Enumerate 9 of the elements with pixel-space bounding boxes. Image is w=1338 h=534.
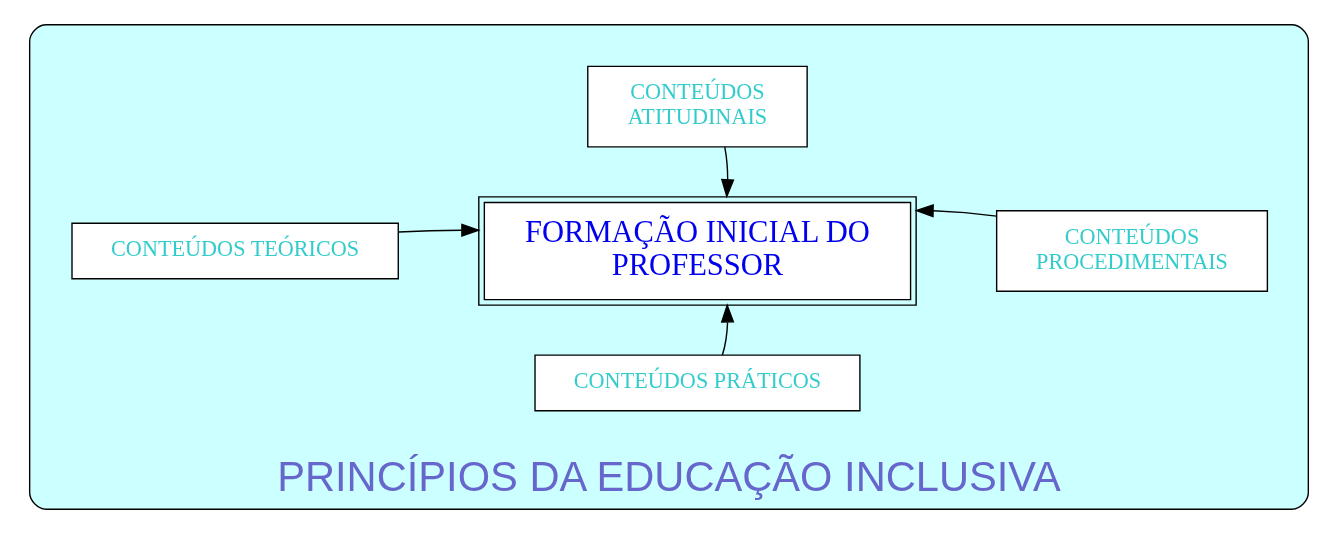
node-box: FORMAÇÃO INICIAL DO PROFESSOR [478, 196, 917, 306]
arrow [720, 303, 735, 356]
node-box: CONTEÚDOS PRÁTICOS [534, 354, 861, 412]
arrow [397, 223, 481, 238]
arrow [914, 203, 998, 218]
node-box: CONTEÚDOS PROCEDIMENTAIS [995, 210, 1269, 292]
node-box: CONTEÚDOS ATITUDINAIS [587, 65, 808, 148]
arrow [720, 146, 735, 199]
node-box: CONTEÚDOS TEÓRICOS [71, 222, 399, 280]
